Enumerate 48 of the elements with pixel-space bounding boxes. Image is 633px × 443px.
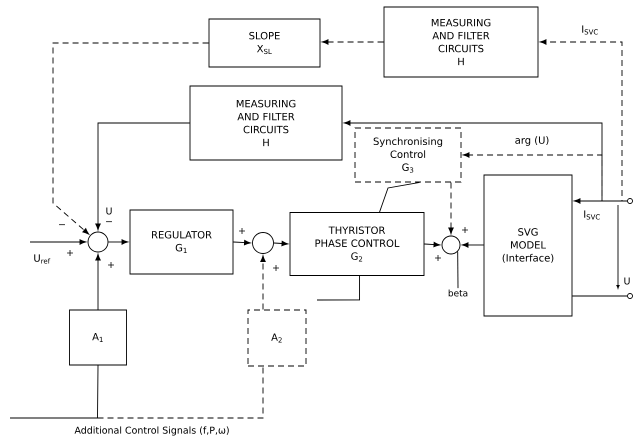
signal-arrow <box>260 255 266 310</box>
block-box: Synchronising Control G$_{3}$ <box>354 128 462 182</box>
signal-arrow <box>424 242 440 248</box>
sign-label: + <box>273 265 279 271</box>
leader-line <box>457 251 458 289</box>
signal-arrow <box>274 240 288 246</box>
terminal <box>627 198 633 204</box>
block-box: SLOPE X$_{SL}$ <box>208 18 320 68</box>
summing-junction <box>252 232 274 254</box>
sign-label: − <box>106 221 112 222</box>
sign-label: + <box>67 250 73 256</box>
signal-arrow <box>233 240 251 246</box>
signal-arrow <box>52 42 209 234</box>
sign-label: + <box>108 262 114 268</box>
block-box: REGULATOR G$_{1}$ <box>130 210 234 274</box>
sign-label: + <box>239 228 245 234</box>
signal-label: beta <box>448 290 468 296</box>
signal-arrow <box>95 122 190 230</box>
block-box: A$_{1}$ <box>69 310 127 366</box>
edge-label: I$_{SVC}$ <box>584 210 600 220</box>
signal-arrow <box>95 254 101 310</box>
summing-junction <box>88 232 108 252</box>
sign-label: − <box>59 224 65 226</box>
edge-label: U$_{ref}$ <box>34 254 50 264</box>
caption-text: Additional Control Signals (f,P,ω) <box>74 426 229 436</box>
sign-label: + <box>462 227 468 233</box>
signal-label: U <box>106 207 112 215</box>
signal-line <box>316 276 360 300</box>
edge-label: I$_{SVC}$ <box>582 25 598 35</box>
block-box: THYRISTOR PHASE CONTROL G$_{2}$ <box>290 212 424 276</box>
block-box: MEASURING AND FILTER CIRCUITS H <box>384 6 538 78</box>
signal-arrow <box>574 198 628 204</box>
signal-arrow <box>108 239 128 245</box>
signal-arrow <box>448 182 454 234</box>
block-box: SVG MODEL (Interface) <box>484 174 572 316</box>
edge-label: arg (U) <box>515 136 548 146</box>
block-box: MEASURING AND FILTER CIRCUITS H <box>190 86 342 160</box>
signal-line <box>97 366 264 418</box>
signal-arrow <box>322 39 384 45</box>
signal-label: U <box>624 277 630 285</box>
block-box: A$_{2}$ <box>248 310 306 366</box>
signal-line <box>379 182 420 212</box>
terminal <box>627 293 633 299</box>
summing-junction <box>442 236 460 254</box>
signal-arrow <box>30 239 86 245</box>
signal-line <box>10 365 98 418</box>
signal-arrow <box>462 242 484 248</box>
sign-label: + <box>435 255 441 261</box>
